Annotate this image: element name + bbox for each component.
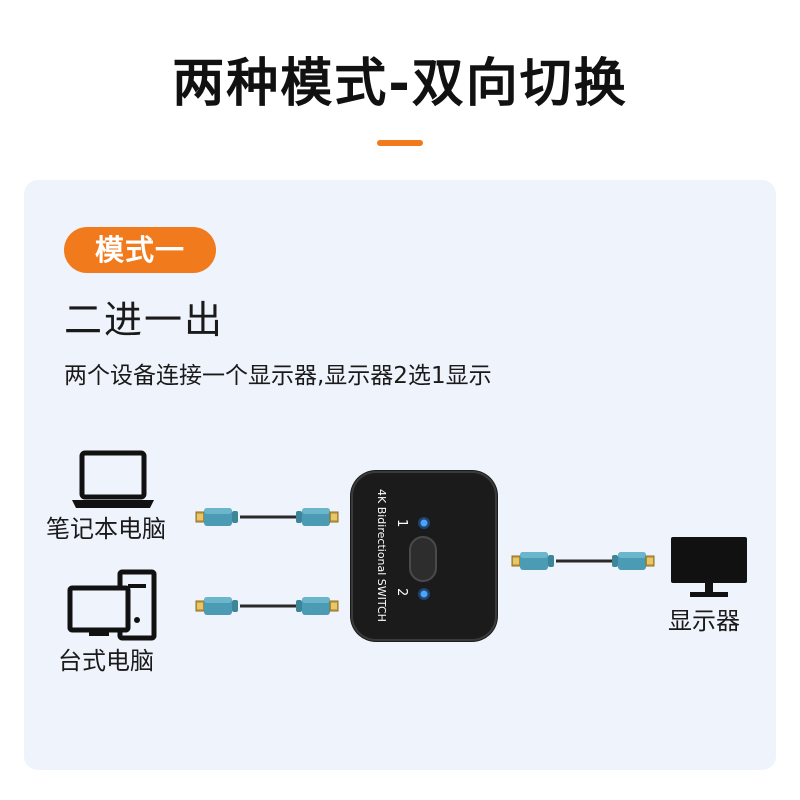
- hdmi-cable-2: [196, 597, 338, 615]
- led-2: [421, 591, 428, 598]
- switch-port1-label: 1: [394, 519, 409, 527]
- hdmi-cable-1: [196, 508, 338, 526]
- switch-port2-label: 2: [394, 588, 409, 596]
- led-1: [421, 520, 428, 527]
- desktop-computer-icon: [70, 572, 154, 638]
- laptop-label: 笔记本电脑: [46, 514, 166, 544]
- monitor-label: 显示器: [668, 606, 740, 636]
- desktop-label: 台式电脑: [58, 646, 154, 676]
- switch-model-text: 4K Bidirectional SWITCH: [375, 489, 388, 622]
- monitor-icon: [671, 537, 747, 597]
- switch-device-icon: 4K Bidirectional SWITCH 1 2: [350, 470, 498, 642]
- hdmi-cable-3: [512, 552, 654, 570]
- laptop-icon: [72, 453, 154, 508]
- switch-button: [410, 537, 436, 581]
